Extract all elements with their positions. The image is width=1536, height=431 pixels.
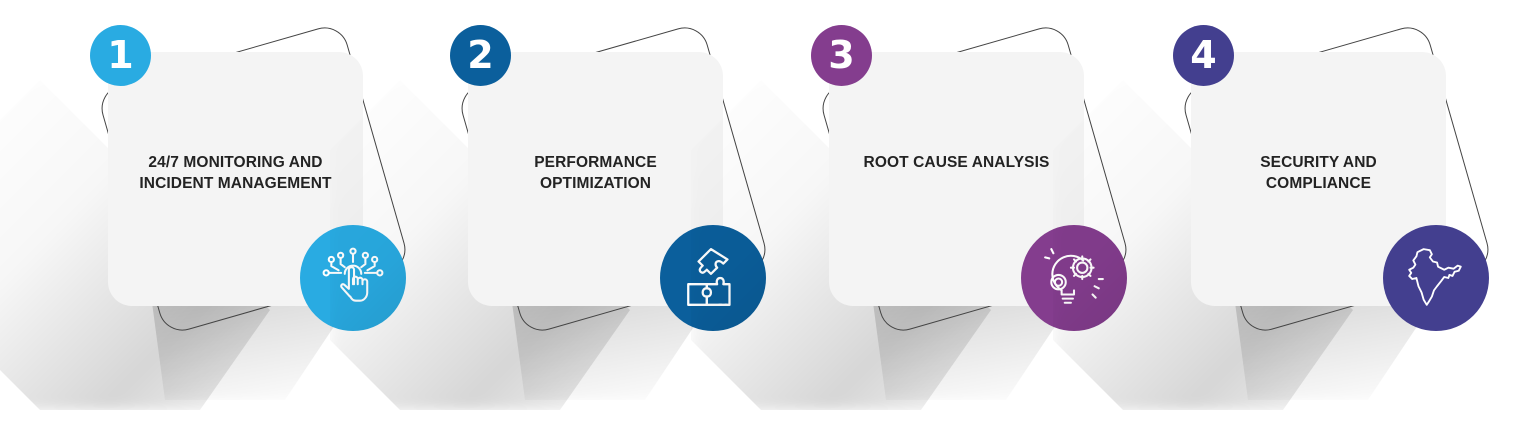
card-panel: PERFORMANCE OPTIMIZATION <box>468 52 723 306</box>
puzzle-icon <box>660 225 766 331</box>
card-title: ROOT CAUSE ANALYSIS <box>863 154 1050 171</box>
card-security: SECURITY AND COMPLIANCE 4 <box>1053 0 1495 431</box>
lightbulb-gears-icon <box>1021 225 1127 331</box>
touch-network-icon <box>300 225 406 331</box>
card-performance: PERFORMANCE OPTIMIZATION 2 <box>330 0 772 431</box>
card-title: SECURITY AND COMPLIANCE <box>1260 154 1377 192</box>
step-number-badge: 1 <box>90 25 151 86</box>
step-number-badge: 4 <box>1173 25 1234 86</box>
step-number-badge: 3 <box>811 25 872 86</box>
card-monitoring: 24/7 MONITORING AND INCIDENT MANAGEMENT … <box>0 0 412 431</box>
india-map-icon <box>1383 225 1489 331</box>
card-title: PERFORMANCE OPTIMIZATION <box>534 154 657 192</box>
card-title: 24/7 MONITORING AND INCIDENT MANAGEMENT <box>139 154 332 192</box>
step-number-badge: 2 <box>450 25 511 86</box>
card-root-cause: ROOT CAUSE ANALYSIS 3 <box>691 0 1133 431</box>
